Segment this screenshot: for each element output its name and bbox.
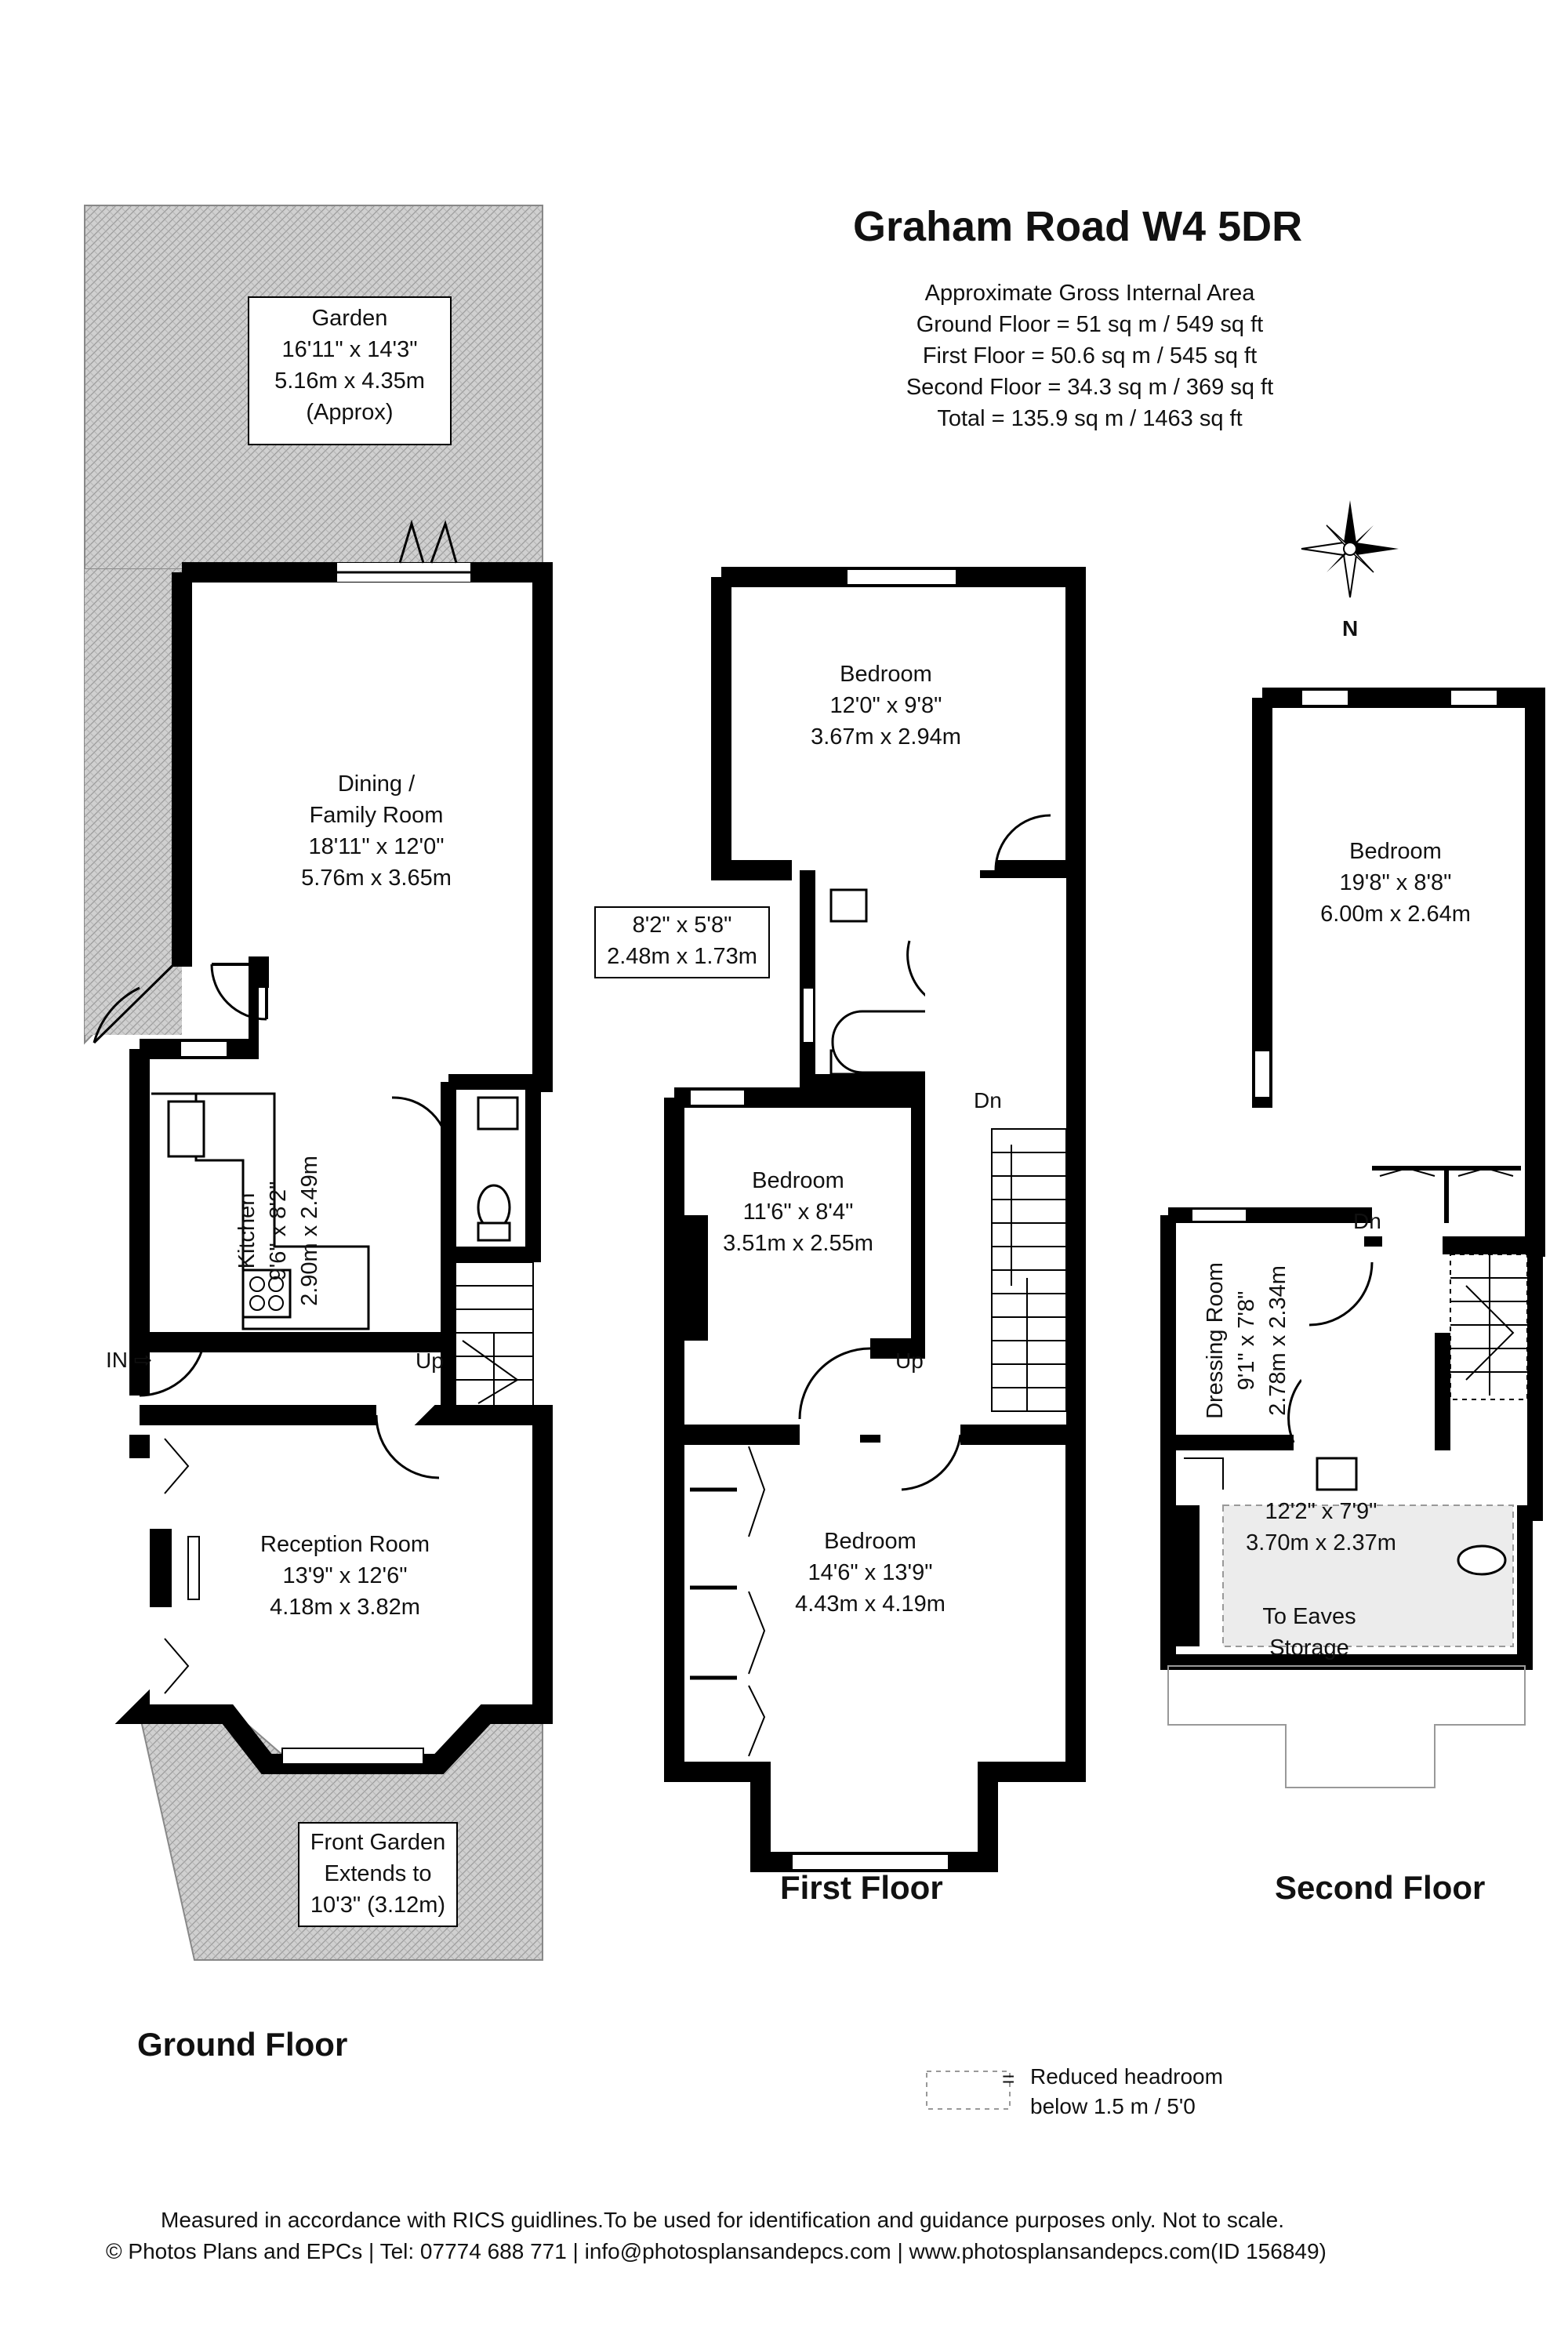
- room-dimensions-metric: 6.00m x 2.64m: [1320, 902, 1471, 927]
- room-dimensions-imperial: 19'8" x 8'8": [1339, 870, 1452, 895]
- room-dimensions-metric: 4.43m x 4.19m: [795, 1592, 946, 1617]
- hall-walls: [441, 1074, 541, 1411]
- room-dimensions-imperial: 11'6" x 8'4": [742, 1200, 854, 1225]
- contact-line: © Photos Plans and EPCs | Tel: 07774 688…: [106, 2239, 1327, 2263]
- room-dimensions-imperial: 13'9" x 12'6": [282, 1563, 408, 1588]
- room-dimensions-metric: 5.76m x 3.65m: [301, 866, 452, 891]
- room-name: To Eaves: [1262, 1604, 1356, 1629]
- room-dimensions-imperial: 18'11" x 12'0": [308, 834, 445, 859]
- compass-label: N: [1342, 616, 1359, 641]
- room-dimensions-metric: 5.16m x 4.35m: [274, 368, 425, 394]
- garden-label: Garden 16'11" x 14'3" 5.16m x 4.35m (App…: [248, 296, 452, 445]
- gf-stairs-up-label: Up: [416, 1348, 444, 1373]
- legend-line: Reduced headroom: [1030, 2064, 1223, 2089]
- room-dimensions-imperial: 9'1" x 7'8": [1234, 1290, 1259, 1391]
- room-dimensions: 10'3" (3.12m): [310, 1893, 446, 1918]
- room-dimensions-imperial: 9'6" x 8'2": [266, 1181, 291, 1281]
- front-garden-label: Front Garden Extends to 10'3" (3.12m): [298, 1822, 458, 1927]
- room-dimensions-metric: 2.78m x 2.34m: [1265, 1265, 1290, 1416]
- legend-swatch: [926, 2071, 1011, 2110]
- legend-equals: =: [1002, 2067, 1015, 2091]
- eaves-storage-label: To Eaves Storage: [1231, 1601, 1388, 1664]
- room-dimensions-metric: 2.90m x 2.49m: [297, 1156, 322, 1306]
- ff-staircase: [991, 1128, 1067, 1412]
- ff-bedroom-top-label: Bedroom 12'0" x 9'8" 3.67m x 2.94m: [768, 659, 1004, 753]
- room-dimensions-metric: 3.70m x 2.37m: [1246, 1530, 1396, 1555]
- room-name: Dining /: [337, 771, 416, 797]
- ground-floor-title: Ground Floor: [137, 2026, 348, 2063]
- second-floor-title: Second Floor: [1275, 1869, 1486, 1906]
- second-floor-plan: [1160, 688, 1545, 1788]
- sf-staircase: [1450, 1254, 1528, 1400]
- sf-stairs-down-label: Dn: [1353, 1209, 1381, 1233]
- ff-bedroom-middle-label: Bedroom 11'6" x 8'4" 3.51m x 2.55m: [696, 1165, 900, 1259]
- room-name: Garden: [311, 306, 388, 331]
- room-name: Bedroom: [752, 1168, 844, 1193]
- room-name: Front Garden: [310, 1830, 446, 1855]
- kitchen-label: Kitchen 9'6" x 8'2" 2.90m x 2.49m: [231, 1121, 325, 1341]
- room-name: Bedroom: [1349, 839, 1442, 864]
- first-floor-plan: [664, 567, 1086, 1872]
- ff-bathroom-label: 8'2" x 5'8" 2.48m x 1.73m: [594, 906, 770, 978]
- room-dimensions-metric: 3.51m x 2.55m: [723, 1231, 873, 1256]
- room-dimensions-metric: 3.67m x 2.94m: [811, 724, 961, 750]
- ff-bedroom-middle-walls: [664, 1087, 931, 1445]
- room-note: Extends to: [324, 1861, 432, 1886]
- room-note: (Approx): [306, 400, 394, 425]
- ff-stairs-down-label: Dn: [974, 1088, 1002, 1112]
- room-name: Bedroom: [840, 662, 932, 687]
- eaves-storage-area: [1167, 1665, 1526, 1788]
- first-floor-title: First Floor: [780, 1869, 943, 1906]
- entrance-text: IN: [106, 1348, 128, 1372]
- area-line: Second Floor = 34.3 sq m / 369 sq ft: [906, 375, 1274, 400]
- room-name: Storage: [1269, 1635, 1349, 1661]
- room-dimensions-imperial: 16'11" x 14'3": [281, 337, 418, 362]
- room-dimensions-imperial: 14'6" x 13'9": [808, 1560, 933, 1585]
- legend-line: below 1.5 m / 5'0: [1030, 2094, 1196, 2118]
- ff-bedroom-top-walls: [711, 567, 1086, 1435]
- room-dimensions-metric: 2.48m x 1.73m: [607, 944, 757, 969]
- area-heading: Approximate Gross Internal Area: [924, 281, 1255, 306]
- room-dimensions-imperial: 12'0" x 9'8": [829, 693, 942, 718]
- legend-text: Reduced headroom below 1.5 m / 5'0: [1030, 2062, 1223, 2122]
- dining-room-label: Dining / Family Room 18'11" x 12'0" 5.76…: [267, 768, 486, 894]
- disclaimer-line: Measured in accordance with RICS guidlin…: [161, 2208, 1284, 2232]
- room-dimensions-imperial: 12'2" x 7'9": [1265, 1499, 1377, 1524]
- room-name: Bedroom: [824, 1529, 916, 1554]
- room-name: Reception Room: [260, 1532, 430, 1557]
- reception-room-label: Reception Room 13'9" x 12'6" 4.18m x 3.8…: [227, 1529, 463, 1623]
- room-name: Dressing Room: [1203, 1262, 1228, 1419]
- ff-stairs-up-label: Up: [895, 1348, 924, 1373]
- room-dimensions-imperial: 8'2" x 5'8": [632, 913, 732, 938]
- page-title: Graham Road W4 5DR: [853, 203, 1303, 250]
- gf-staircase: [454, 1261, 534, 1412]
- area-line: Total = 135.9 sq m / 1463 sq ft: [937, 406, 1243, 431]
- compass-icon: [1301, 500, 1399, 598]
- room-dimensions-metric: 4.18m x 3.82m: [270, 1595, 420, 1620]
- sf-bedroom-label: Bedroom 19'8" x 8'8" 6.00m x 2.64m: [1278, 836, 1513, 930]
- area-line: Ground Floor = 51 sq m / 549 sq ft: [916, 312, 1264, 337]
- ground-floor-plan: [84, 205, 553, 1961]
- dressing-room-label: Dressing Room 9'1" x 7'8" 2.78m x 2.34m: [1200, 1223, 1294, 1458]
- reception-room-walls: [114, 1405, 553, 1774]
- arrow-right-icon: ⇨: [133, 1348, 153, 1372]
- room-name: Kitchen: [234, 1192, 260, 1269]
- sf-bathroom-label: 12'2" x 7'9" 3.70m x 2.37m: [1215, 1496, 1427, 1559]
- ff-bedroom-bottom-label: Bedroom 14'6" x 13'9" 4.43m x 4.19m: [753, 1526, 988, 1620]
- entrance-label: IN ⇨: [106, 1347, 152, 1373]
- area-summary: Approximate Gross Internal Area Ground F…: [855, 278, 1325, 434]
- area-line: First Floor = 50.6 sq m / 545 sq ft: [922, 343, 1258, 368]
- room-name: Family Room: [309, 803, 444, 828]
